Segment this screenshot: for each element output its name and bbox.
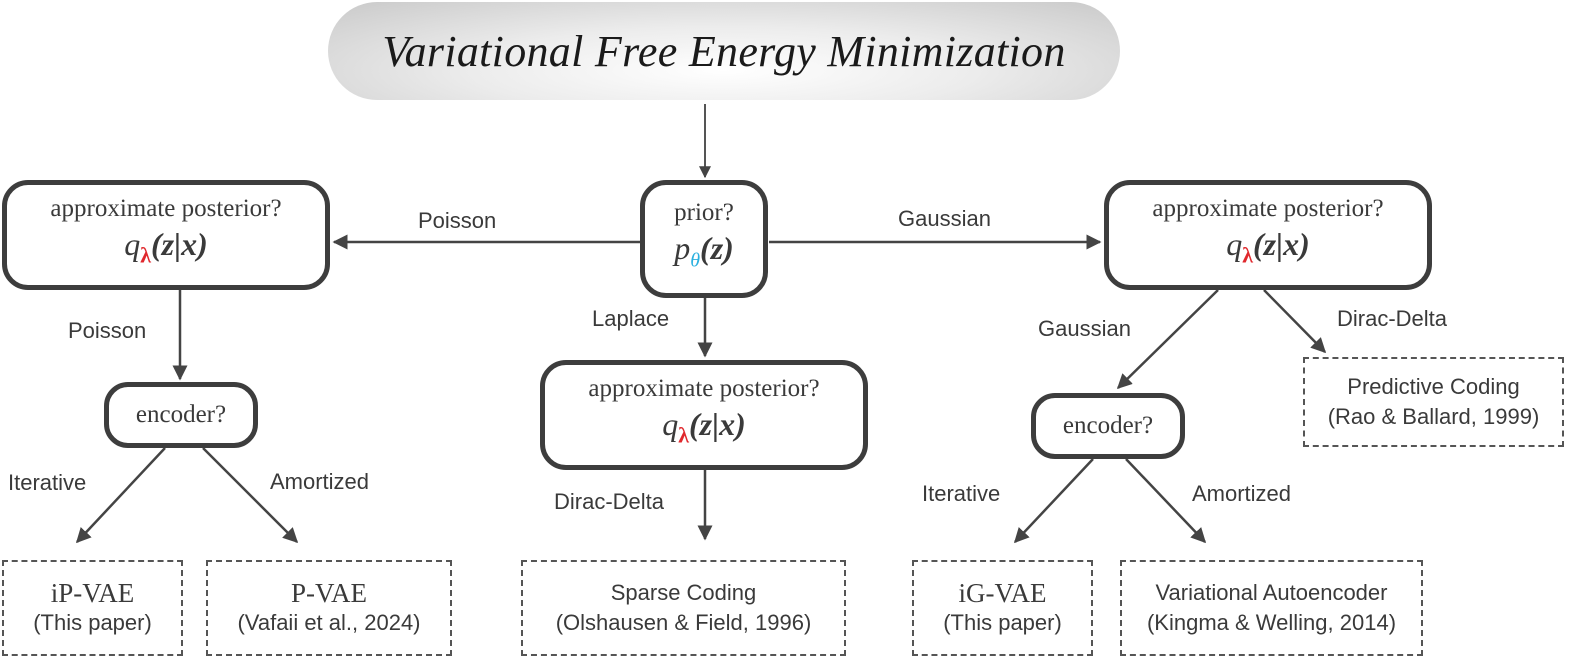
label-prior-to-center: Laplace (592, 306, 670, 331)
label-left-to-encoder: Poisson (68, 318, 147, 343)
leaf-sparse-coding: Sparse Coding (Olshausen & Field, 1996) (521, 560, 846, 656)
prior-formula: pθ(z) (674, 229, 734, 272)
leaf-ip-vae: iP-VAE (This paper) (2, 560, 183, 656)
leaf-ip-vae-ref: (This paper) (33, 610, 152, 635)
posterior-formula-left: qλ(z|x) (124, 226, 208, 268)
posterior-question-center: approximate posterior? (588, 375, 820, 403)
posterior-question-right: approximate posterior? (1152, 195, 1384, 223)
leaf-predictive-coding: Predictive Coding (Rao & Ballard, 1999) (1303, 357, 1564, 447)
leaf-ig-vae-ref: (This paper) (943, 610, 1062, 635)
label-center-to-leaf: Dirac-Delta (554, 489, 665, 514)
edge-right-to-leaf (1263, 289, 1327, 354)
leaf-ig-vae-name: iG-VAE (958, 578, 1047, 608)
encoder-question-left: encoder? (135, 401, 227, 428)
posterior-formula-right: qλ(z|x) (1226, 226, 1310, 268)
posterior-node-left: approximate posterior? qλ(z|x) (2, 180, 330, 290)
encoder-node-right: encoder? (1031, 393, 1185, 459)
label-encl-iterative: Iterative (8, 470, 87, 495)
leaf-vae-ref: (Kingma & Welling, 2014) (1146, 610, 1397, 635)
diagram-title: Variational Free Energy Minimization (382, 26, 1066, 76)
label-right-to-leaf: Dirac-Delta (1337, 306, 1448, 331)
label-encr-iterative: Iterative (922, 481, 1001, 506)
label-encr-amortized: Amortized (1192, 481, 1292, 506)
label-prior-to-right: Gaussian (898, 206, 991, 231)
leaf-vae-name: Variational Autoencoder (1155, 580, 1388, 605)
prior-question: prior? (674, 198, 734, 226)
edge-encl-iterative (75, 447, 166, 544)
posterior-question-left: approximate posterior? (50, 195, 282, 223)
label-encl-amortized: Amortized (270, 469, 370, 494)
posterior-node-center: approximate posterior? qλ(z|x) (540, 360, 868, 470)
title-banner: Variational Free Energy Minimization (328, 2, 1120, 100)
leaf-vae: Variational Autoencoder (Kingma & Wellin… (1120, 560, 1423, 656)
edge-encr-iterative (1013, 458, 1094, 544)
edge-encr-amortized (1125, 458, 1207, 544)
encoder-node-left: encoder? (104, 382, 258, 448)
leaf-sparse-coding-name: Sparse Coding (610, 580, 757, 605)
leaf-predictive-coding-ref: (Rao & Ballard, 1999) (1327, 404, 1540, 429)
leaf-predictive-coding-name: Predictive Coding (1347, 374, 1520, 399)
posterior-node-right: approximate posterior? qλ(z|x) (1104, 180, 1432, 290)
leaf-p-vae-name: P-VAE (290, 578, 368, 608)
edge-right-to-encoder (1116, 289, 1219, 390)
posterior-formula-center: qλ(z|x) (662, 406, 746, 448)
leaf-ip-vae-name: iP-VAE (50, 578, 135, 608)
leaf-ig-vae: iG-VAE (This paper) (912, 560, 1093, 656)
prior-node: prior? pθ(z) (640, 180, 768, 298)
label-prior-to-left: Poisson (418, 208, 497, 233)
edge-encl-amortized (202, 447, 299, 544)
label-right-to-encoder: Gaussian (1038, 316, 1131, 341)
leaf-p-vae-ref: (Vafaii et al., 2024) (237, 610, 421, 635)
leaf-p-vae: P-VAE (Vafaii et al., 2024) (206, 560, 452, 656)
leaf-sparse-coding-ref: (Olshausen & Field, 1996) (555, 610, 812, 635)
encoder-question-right: encoder? (1062, 412, 1154, 439)
